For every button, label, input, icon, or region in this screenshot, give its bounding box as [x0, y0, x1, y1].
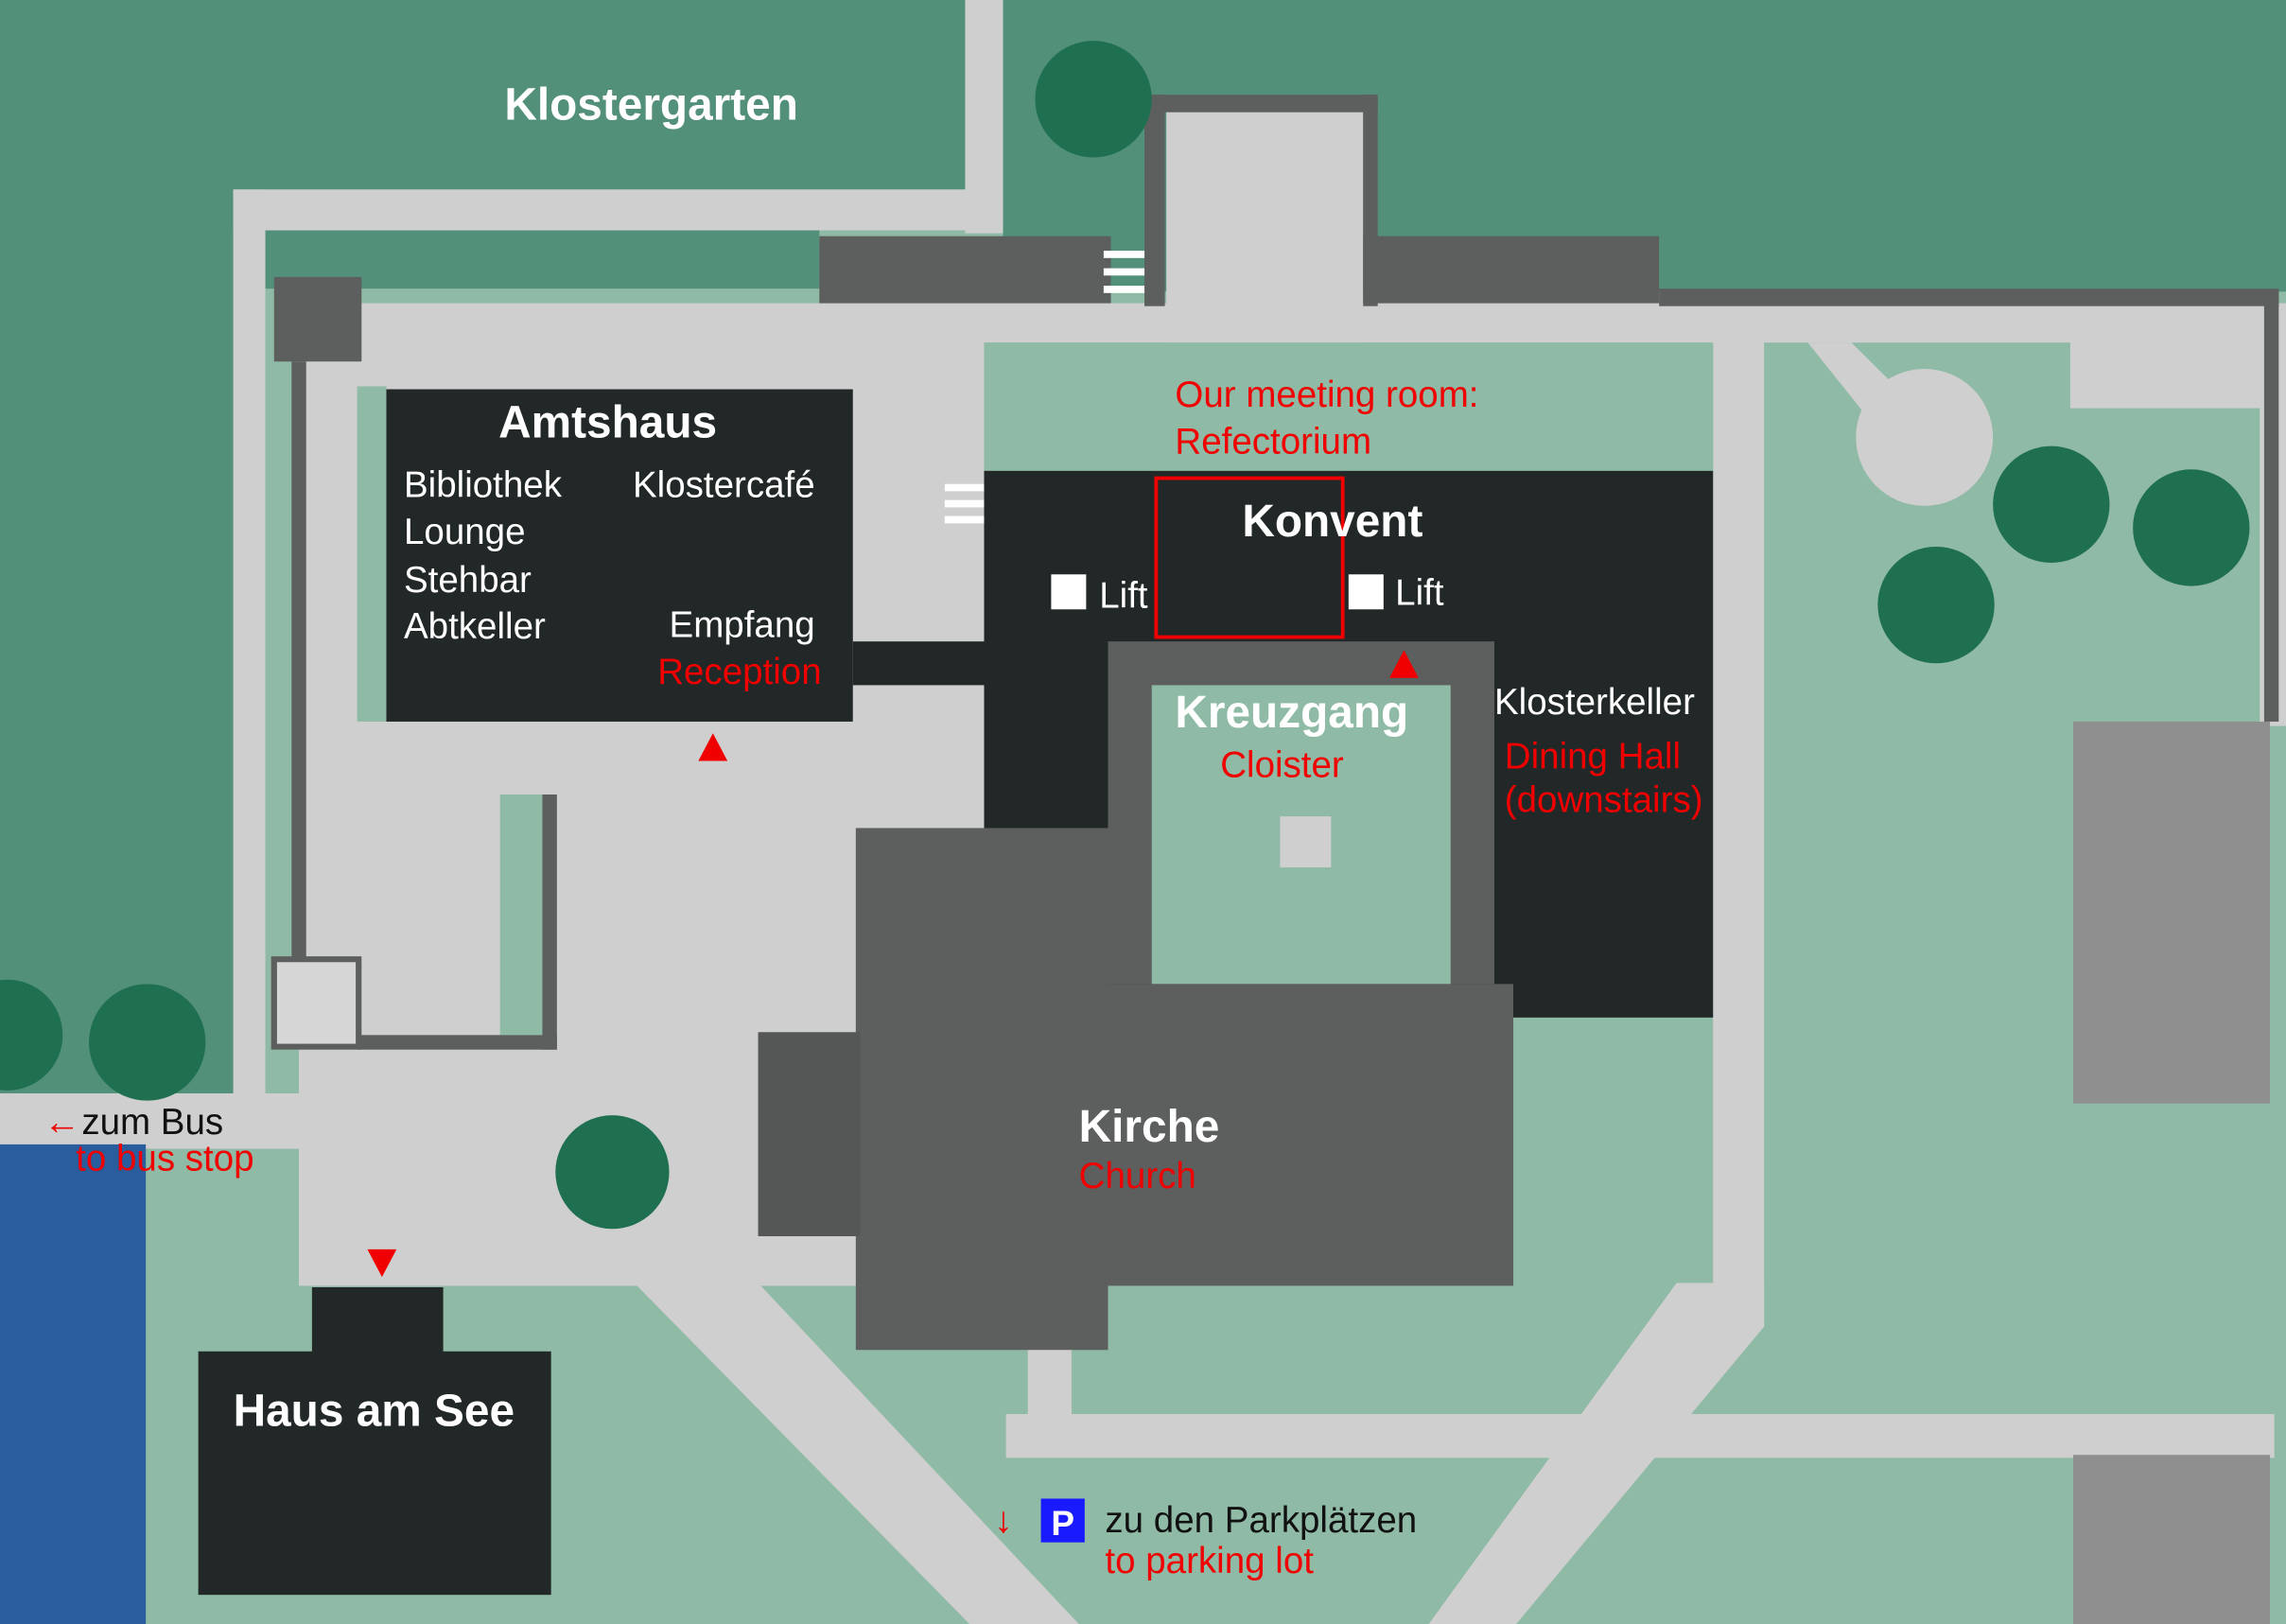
kirche-building[interactable] [855, 828, 1514, 1351]
tree-icon [0, 41, 2250, 1230]
cloister-fountain [1280, 816, 1332, 868]
entrance-marker-icon [698, 733, 728, 761]
label-konvent: Konvent [1242, 497, 1422, 547]
entrance-marker-icon [1389, 650, 1419, 678]
stairs-icon [944, 251, 1145, 524]
lawn-insets [357, 342, 1714, 1036]
label-amtshaus: Amtshaus [498, 397, 717, 447]
label-bibliothek: Bibliothek [404, 465, 563, 506]
label-cloister: Cloister [1220, 745, 1344, 786]
label-kirche: Kirche [1079, 1102, 1220, 1152]
label-lounge: Lounge [404, 512, 526, 552]
label-to-parking-lot[interactable]: to parking lot [1105, 1541, 1314, 1581]
label-klostercafe: Klostercafé [633, 465, 815, 506]
label-church: Church [1079, 1156, 1196, 1196]
walls [273, 95, 2279, 1050]
building-right [2072, 721, 2271, 1104]
label-abtkeller: Abtkeller [404, 606, 546, 647]
label-refectorium: Refectorium [1175, 421, 1371, 462]
meeting-room-highlight[interactable] [1154, 476, 1345, 639]
building-right-bottom [2072, 1455, 2271, 1624]
label-kreuzgang: Kreuzgang [1175, 688, 1408, 738]
label-to-bus-stop[interactable]: to bus stop [76, 1139, 253, 1179]
small-structure [270, 956, 362, 1050]
corridor [852, 641, 992, 686]
arrow-down-icon: ↓ [994, 1500, 1012, 1541]
amtshaus-building[interactable] [386, 389, 853, 722]
label-reception: Reception [657, 652, 821, 692]
label-downstairs: (downstairs) [1505, 780, 1703, 821]
label-dining-hall: Dining Hall [1505, 736, 1681, 777]
label-zu-parkplaetzen[interactable]: zu den Parkplätzen [1105, 1500, 1417, 1541]
haus-am-see-building[interactable] [198, 1351, 551, 1596]
parking-icon [1040, 1498, 1085, 1543]
lake [0, 1144, 147, 1624]
label-klostergarten: Klostergarten [504, 79, 798, 130]
lift-icon [1051, 574, 1087, 610]
label-klosterkeller: Klosterkeller [1494, 682, 1695, 723]
church-porch [758, 1032, 861, 1237]
label-haus-am-see: Haus am See [234, 1386, 515, 1436]
haus-am-see-entrance [311, 1286, 444, 1361]
arrow-left-icon: ← [44, 1102, 80, 1143]
label-lift-left: Lift [1099, 576, 1148, 617]
label-empfang: Empfang [670, 605, 815, 646]
lift-icon [1348, 574, 1384, 610]
label-lift-right: Lift [1395, 573, 1444, 614]
parking-sign-letter: P [1051, 1504, 1074, 1543]
label-meeting-room: Our meeting room: [1175, 375, 1478, 415]
entrance-marker-icon [367, 1249, 397, 1278]
label-stehbar: Stehbar [404, 560, 532, 601]
label-zum-bus[interactable]: zum Bus [81, 1102, 223, 1143]
